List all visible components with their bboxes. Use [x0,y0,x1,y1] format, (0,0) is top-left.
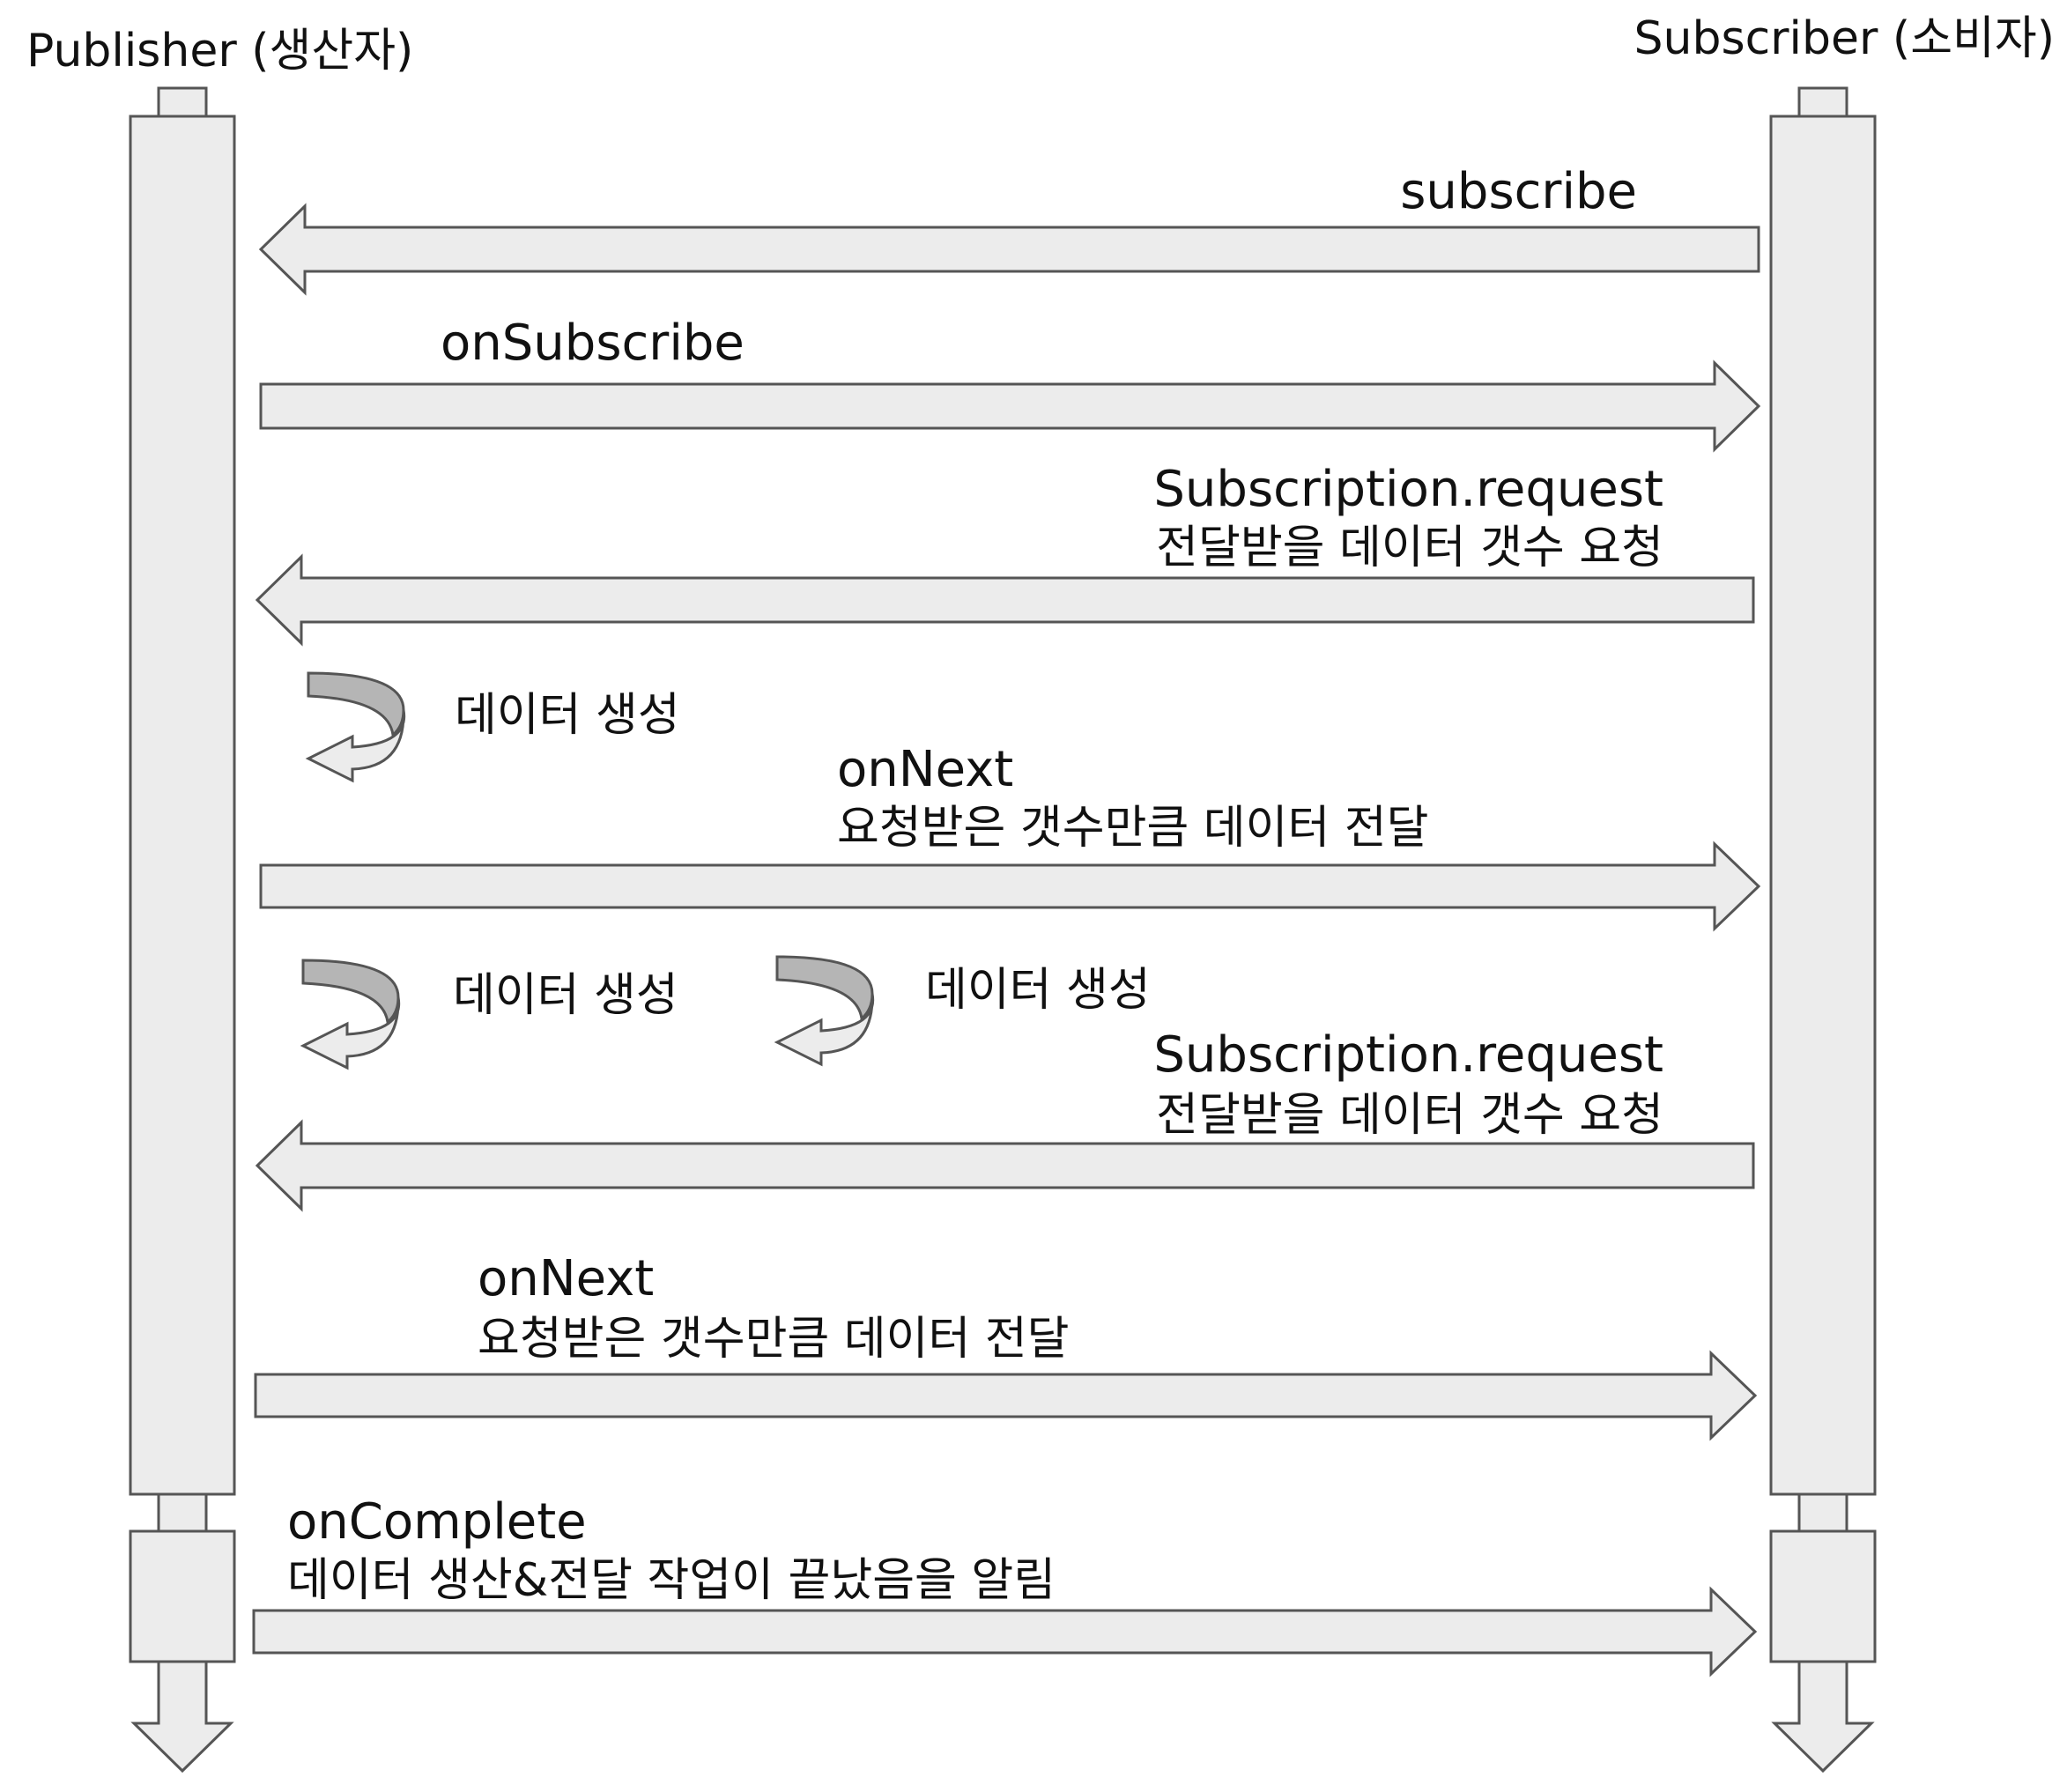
publisher-lifeline [129,86,236,1773]
arrow-subscription-request-2 [255,1119,1755,1212]
arrow-subscription-request-1 [255,553,1755,647]
subscriber-completion-box [1769,1529,1877,1663]
publisher-title: Publisher (생산자) [26,25,414,78]
publisher-completion-box [129,1529,236,1663]
subscriber-lifeline-top-cap [1797,86,1848,118]
curl-arrow-icon [774,955,875,1067]
message-description: 전달받을 데이터 갯수 요청 [1156,522,1663,574]
message-description: 데이터 생산&전달 작업이 끝났음을 알림 [287,1554,1056,1607]
arrow-onnext-2 [254,1350,1758,1441]
message-label-subscribe: subscribe [1400,163,1637,220]
message-description: 전달받을 데이터 갯수 요청 [1156,1089,1663,1142]
self-action-label: 데이터 생성 [925,964,1151,1017]
self-action-label: 데이터 생성 [455,689,680,742]
message-label-subscription-request: Subscription.request [1153,1026,1663,1084]
message-label-onnext: onNext [478,1250,655,1307]
message-label-subscription-request: Subscription.request [1153,461,1663,518]
self-action-label: 데이터 생성 [453,969,678,1022]
arrow-oncomplete [252,1586,1758,1677]
publisher-lifeline-top-cap [157,86,208,118]
publisher-lifeline-connector [157,1492,208,1533]
message-description: 요청받은 갯수만큼 데이터 전달 [478,1313,1070,1366]
message-label-onsubscribe: onSubscribe [441,315,745,372]
subscriber-activation-bar [1769,115,1877,1496]
arrow-subscribe [258,203,1760,296]
arrow-onnext-1 [259,840,1761,932]
arrow-onsubscribe [259,359,1761,453]
message-label-oncomplete: onComplete [287,1493,587,1551]
subscriber-lifeline-connector [1797,1492,1848,1533]
publisher-lifeline-end-arrow [130,1660,234,1773]
subscriber-lifeline [1769,86,1877,1773]
publisher-activation-bar [129,115,236,1496]
subscriber-lifeline-end-arrow [1771,1660,1875,1773]
subscriber-title: Subscriber (소비자) [1634,12,2055,65]
message-label-onnext: onNext [837,741,1014,798]
curl-arrow-icon [305,671,406,783]
message-description: 요청받은 갯수만큼 데이터 전달 [837,802,1429,855]
curl-arrow-icon [300,959,401,1070]
